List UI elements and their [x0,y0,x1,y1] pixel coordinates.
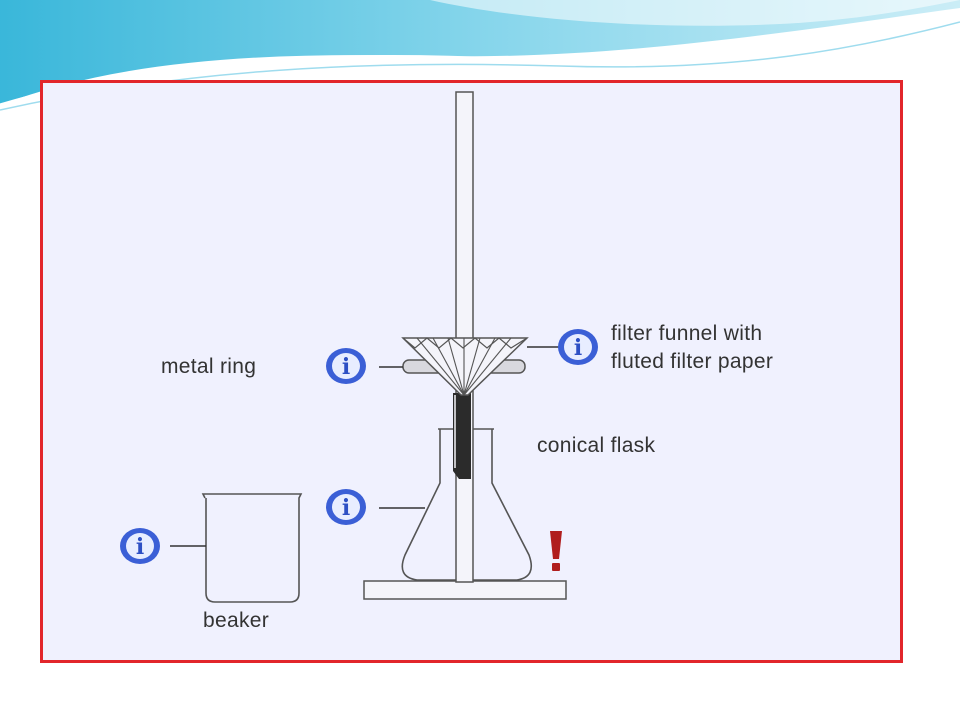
filter-funnel [401,337,529,396]
info-button-beaker[interactable]: i [119,527,161,565]
label-beaker: beaker [203,609,270,632]
info-icon: i [558,329,598,365]
diagram-frame: metal ring filter funnel with fluted fil… [40,80,903,663]
info-button-metal-ring[interactable]: i [325,347,367,385]
stand-base [363,580,567,600]
svg-text:i: i [342,354,350,380]
funnel-stem [453,393,471,479]
warning-icon [550,531,562,571]
svg-text:i: i [574,335,582,361]
label-filter-funnel-line1: filter funnel with [611,322,763,345]
label-conical-flask: conical flask [537,434,656,457]
stand-rod [455,91,474,583]
label-filter-funnel-line2: fluted filter paper [611,350,774,373]
info-button-filter-funnel[interactable]: i [557,328,599,366]
svg-text:i: i [136,534,144,560]
info-button-conical-flask[interactable]: i [325,488,367,526]
warning-button[interactable] [545,529,567,573]
label-metal-ring: metal ring [161,355,257,378]
info-icon: i [326,348,366,384]
filtration-apparatus [170,91,567,603]
info-icon: i [120,528,160,564]
info-icon: i [326,489,366,525]
svg-text:i: i [342,495,350,521]
beaker [201,493,303,603]
fluted-filter-paper-rim [402,337,528,349]
